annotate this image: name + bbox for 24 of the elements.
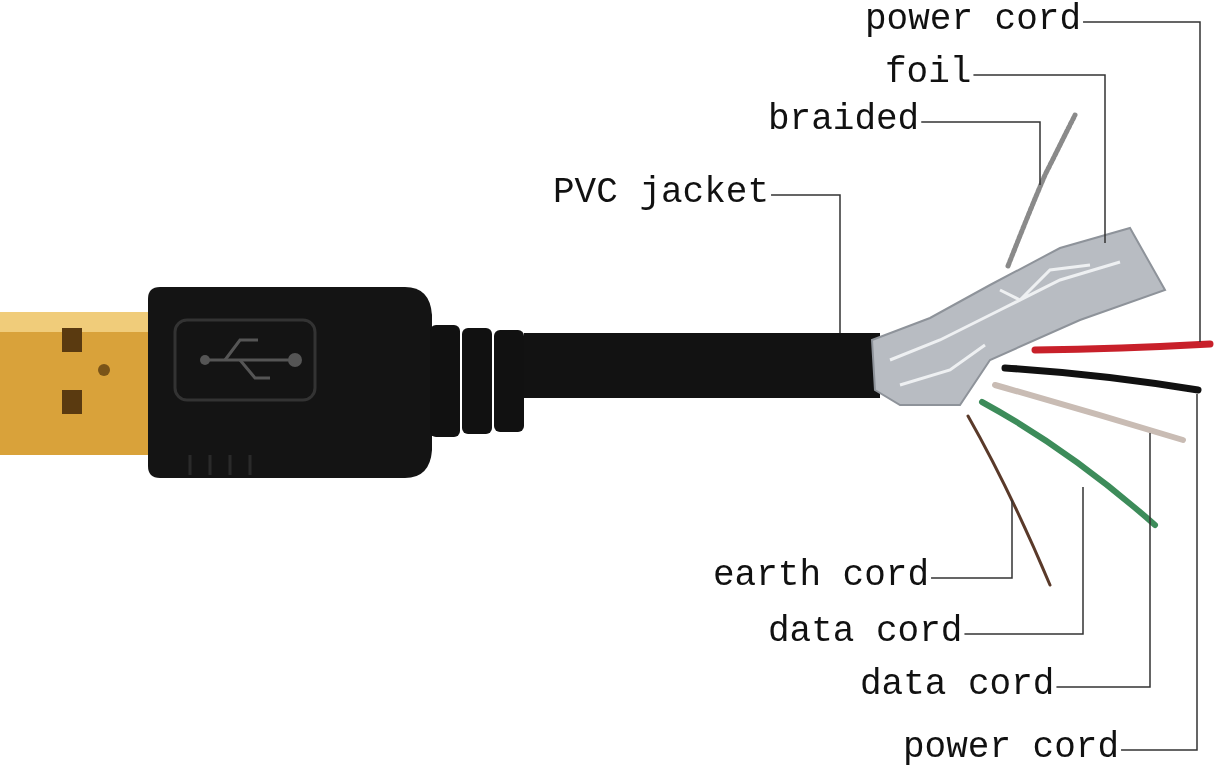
leader-line (1082, 21, 1201, 343)
leader-line (1120, 393, 1198, 751)
leader-line (770, 194, 841, 334)
earth-wire (966, 414, 1052, 587)
leader-line (963, 486, 1084, 635)
leader-line (1055, 432, 1151, 688)
data-wire (992, 382, 1186, 443)
power-wire (1001, 364, 1202, 394)
leader-line (930, 499, 1013, 579)
part-label: data cord (860, 665, 1055, 705)
part-label: power cord (865, 0, 1082, 40)
cable-jacket (524, 333, 880, 398)
foil-shield (870, 226, 1167, 406)
braided-shield-wire (1005, 112, 1078, 269)
part-label: earth cord (713, 556, 930, 596)
part-label: data cord (768, 612, 963, 652)
data-wire (979, 399, 1158, 528)
part-label: foil (885, 53, 972, 93)
part-label: braided (768, 100, 920, 140)
part-label: PVC jacket (553, 173, 770, 213)
part-label: power cord (903, 728, 1120, 768)
leader-line (920, 121, 1041, 186)
power-wire (1031, 340, 1214, 354)
leader-line (972, 74, 1106, 244)
